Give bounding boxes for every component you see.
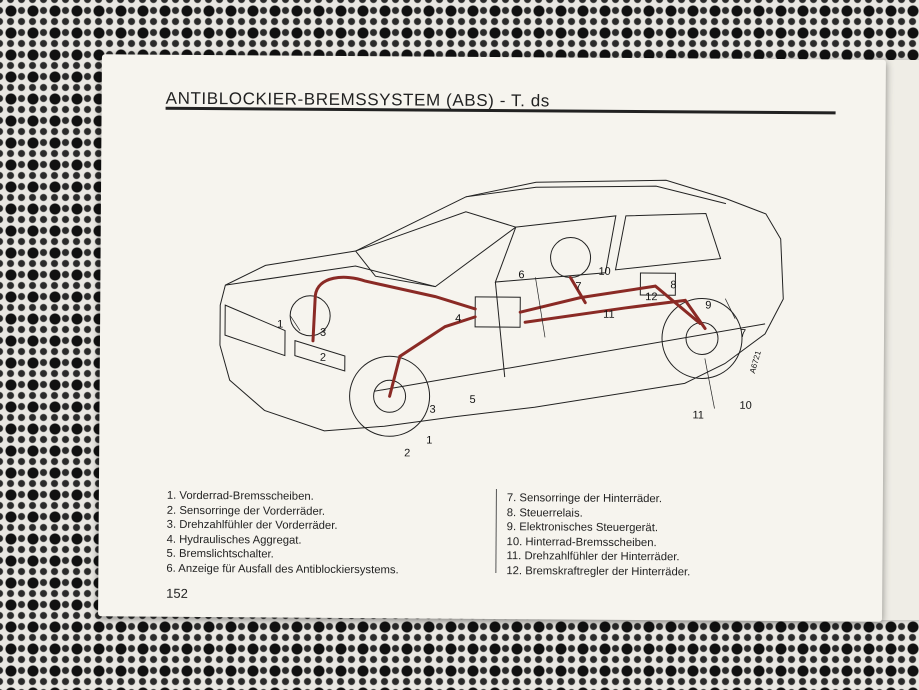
legend-item: 1. Vorderrad-Bremsscheiben. <box>166 489 314 503</box>
leader-10 <box>704 358 715 409</box>
callout-2-lower: 2 <box>404 447 410 459</box>
callout-5: 5 <box>470 394 476 406</box>
brake-line-rear <box>523 298 707 330</box>
legend-left: 1. Vorderrad-Bremsscheiben. 2. Sensorrin… <box>166 489 399 578</box>
callout-10-rear: 10 <box>739 400 751 412</box>
diagram-code: A6721 <box>748 349 763 374</box>
rear-wheel <box>661 297 743 379</box>
roof-line <box>465 185 727 205</box>
callout-4: 4 <box>455 313 461 325</box>
legend-item: 6. Anzeige für Ausfall des Antiblockiers… <box>166 562 399 576</box>
legend-item: 8. Steuerrelais. <box>506 506 583 520</box>
brake-line-front-left <box>311 275 477 343</box>
left-rear-disc <box>550 237 592 279</box>
callout-8: 8 <box>670 279 676 291</box>
callout-6: 6 <box>518 269 524 281</box>
legend-item: 3. Drehzahlfühler der Vorderräder. <box>166 518 338 532</box>
headlight <box>294 339 346 372</box>
side-window-rear <box>614 212 722 271</box>
legend-divider <box>495 489 497 574</box>
leader-1 <box>289 315 301 331</box>
leader-6 <box>535 277 546 338</box>
left-front-disc <box>289 295 331 337</box>
callout-7: 7 <box>575 281 581 293</box>
brake-line-rear-left <box>568 276 587 305</box>
callout-7-rear: 7 <box>740 328 746 340</box>
side-window-front <box>494 215 617 283</box>
manual-page: ANTIBLOCKIER-BREMSSYSTEM (ABS) - T. ds <box>98 54 886 622</box>
grille <box>224 304 286 357</box>
legend-item: 2. Sensorringe der Vorderräder. <box>166 504 326 518</box>
legend-item: 7. Sensorringe der Hinterräder. <box>506 492 663 506</box>
windshield <box>354 211 517 288</box>
side-trim <box>374 323 766 392</box>
callout-12: 12 <box>645 291 657 303</box>
legend-item: 11. Drehzahlfühler der Hinterräder. <box>506 550 680 564</box>
leader-12 <box>724 298 736 319</box>
legend-item: 12. Bremskraftregler der Hinterräder. <box>506 564 691 578</box>
legend-right: 7. Sensorringe der Hinterräder. 8. Steue… <box>506 491 691 579</box>
door-line <box>494 281 506 378</box>
callout-1-lower: 1 <box>426 435 432 447</box>
hood-line <box>225 265 436 288</box>
legend-item: 4. Hydraulisches Aggregat. <box>166 533 302 547</box>
legend-item: 10. Hinterrad-Bremsscheiben. <box>506 535 657 549</box>
abs-car-diagram: 1 2 3 4 5 6 7 8 9 10 11 12 2 1 3 7 10 11… <box>219 179 784 459</box>
front-wheel <box>349 355 431 437</box>
callout-9: 9 <box>705 299 711 311</box>
car-body-outline <box>219 179 784 432</box>
brake-line-main <box>518 284 702 325</box>
legend-item: 9. Elektronisches Steuergerät. <box>506 521 659 535</box>
brake-line-front-right <box>388 315 477 398</box>
callout-11-rear: 11 <box>692 409 704 421</box>
callout-10: 10 <box>598 266 610 278</box>
callout-11: 11 <box>603 309 615 321</box>
callout-3: 3 <box>320 327 326 339</box>
callout-3-lower: 3 <box>429 404 435 416</box>
legend-item: 5. Bremslichtschalter. <box>166 547 274 561</box>
rear-wheel-hub <box>685 321 719 355</box>
front-wheel-hub <box>373 379 407 413</box>
callout-2: 2 <box>320 352 326 364</box>
ecu <box>639 272 676 296</box>
callout-1: 1 <box>277 318 283 330</box>
page-number: 152 <box>166 585 188 601</box>
